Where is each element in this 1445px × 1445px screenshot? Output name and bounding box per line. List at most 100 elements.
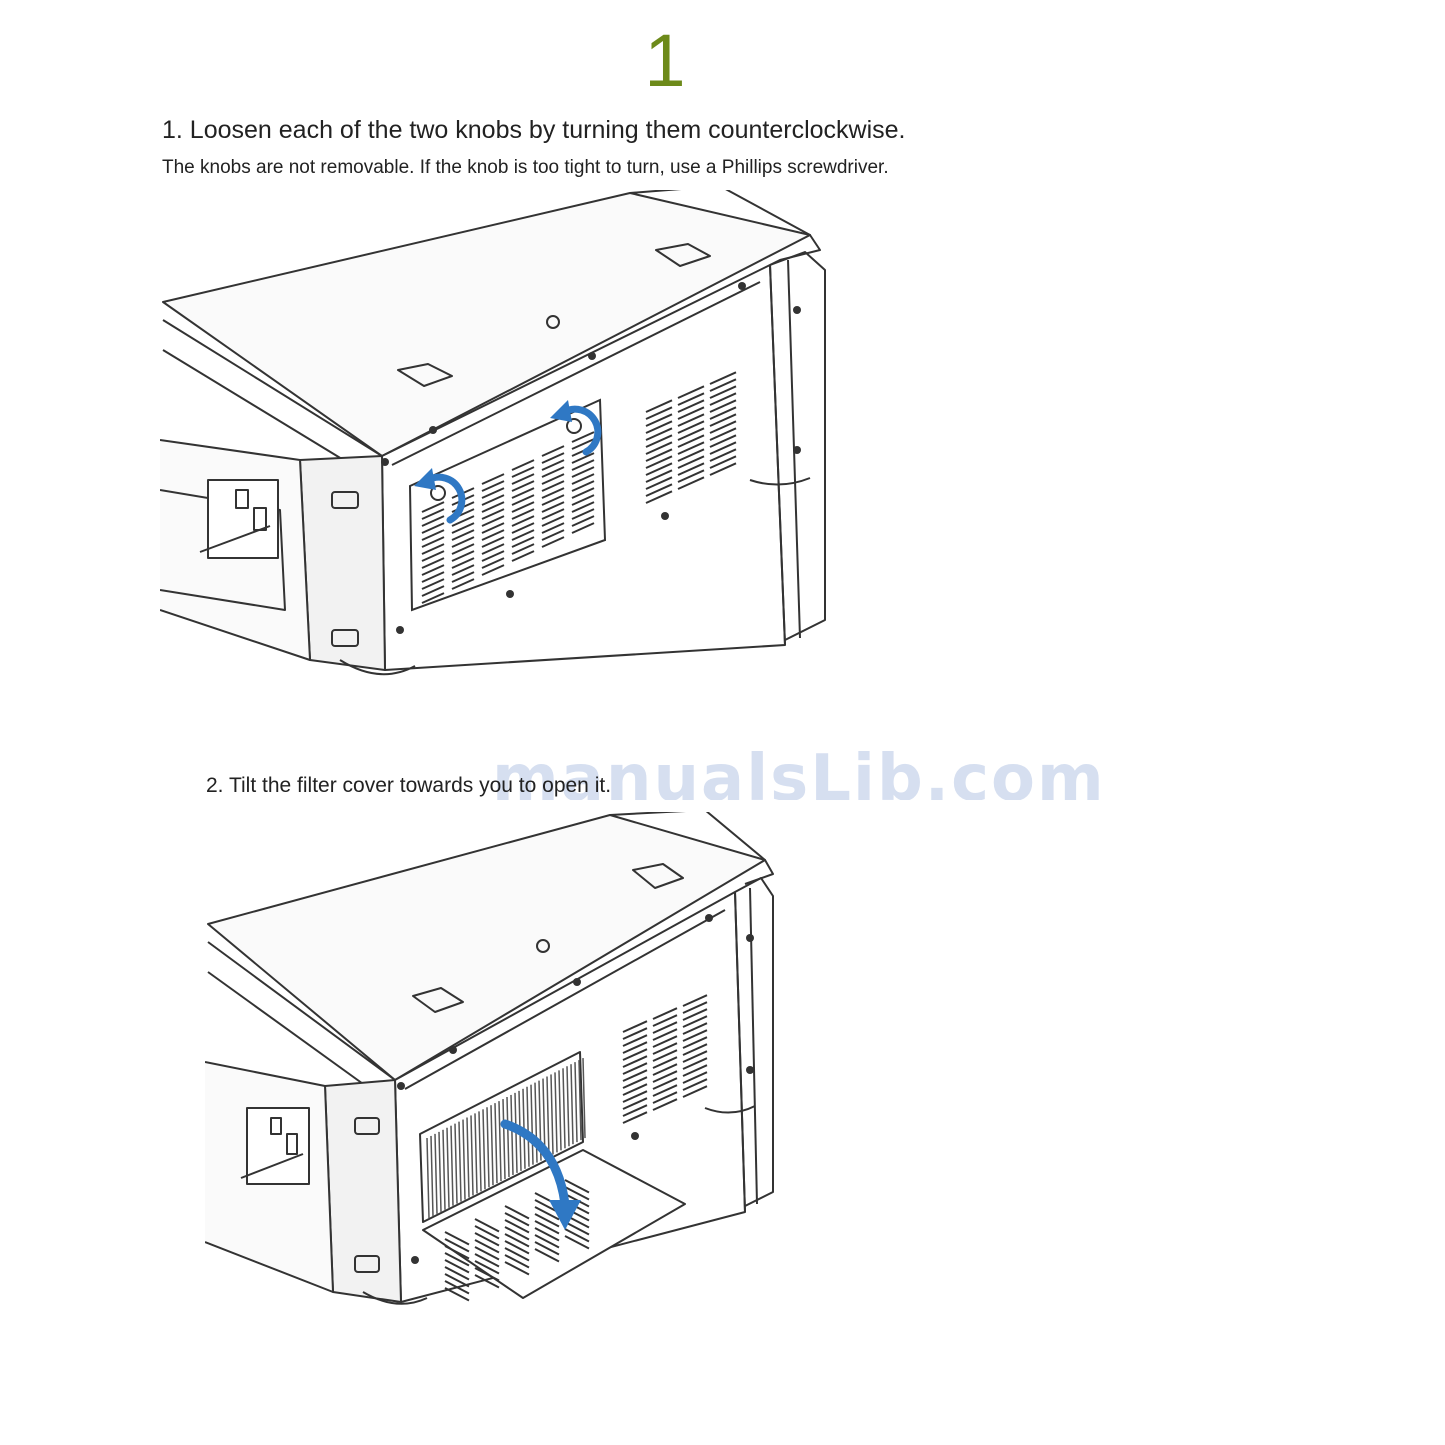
filter-pleat [490,1105,494,1186]
vent-slat [474,1246,500,1261]
vent-slat [504,1233,530,1248]
filter-pleat [442,1129,446,1210]
vent-slat [421,564,445,576]
vent-slat [652,1035,678,1048]
vent-slat [677,392,705,406]
curved-down-arrow-icon [500,1119,581,1230]
vent-slat [511,494,535,506]
vent-slat [534,1206,560,1221]
vent-slat [481,508,505,520]
vent-slat [677,455,705,469]
vent-slat [571,480,595,492]
vent-slat [571,431,595,443]
figure-open-filter-cover [205,812,774,1305]
vent-slat [534,1213,560,1228]
vent-slat [682,1085,708,1098]
vent-slat [541,452,565,464]
figure-loosen-knobs [160,190,826,676]
vent-slat [709,448,737,462]
vent-slat [709,385,737,399]
vent-slat [421,571,445,583]
vent-slat [511,536,535,548]
vent-slat [444,1252,470,1267]
vent-slat [451,571,475,583]
vent-slat [421,585,445,597]
vent-slat [541,501,565,513]
vent-slat [682,994,708,1007]
filter-pleat [466,1117,470,1198]
vent-slat [652,1070,678,1083]
vent-slat [622,1020,648,1033]
vent-slat [511,480,535,492]
filter-pleat [458,1121,462,1202]
vent-slat [541,480,565,492]
vent-slat [709,441,737,455]
filter-pleat [502,1099,506,1180]
vent-slat [541,445,565,457]
step-1-note: The knobs are not removable. If the knob… [162,157,889,178]
vent-slat [677,476,705,490]
vent-slat [571,522,595,534]
vent-slat [571,508,595,520]
filter-pleat [454,1123,458,1204]
vent-slat [571,466,595,478]
filter-pleat [498,1101,502,1182]
vent-slat [645,462,673,476]
vent-slat [645,434,673,448]
vent-slat [571,438,595,450]
filter-pleat [478,1111,482,1192]
vent-slat [481,529,505,541]
vent-slat [677,441,705,455]
vent-slat [451,557,475,569]
vent-slat [444,1266,470,1281]
vent-slat [451,529,475,541]
vent-slat [571,487,595,499]
vent-slat [677,413,705,427]
vent-slat [504,1247,530,1262]
vent-slat [474,1267,500,1282]
vent-slat [652,1028,678,1041]
vent-slat [571,473,595,485]
vent-slat [481,494,505,506]
vent-slat [622,1090,648,1103]
vent-slat [571,459,595,471]
vent-slat [444,1231,470,1246]
vent-slat [421,522,445,534]
vent-slat [421,515,445,527]
vent-slat [451,543,475,555]
vent-slat [474,1274,500,1289]
vent-slat [481,522,505,534]
vent-slat [709,413,737,427]
vent-slat [511,550,535,562]
filter-pleat [506,1096,510,1178]
vent-slat [481,473,505,485]
vent-slat [481,550,505,562]
vent-slat [677,462,705,476]
vent-slat [541,522,565,534]
vent-slat [645,455,673,469]
vent-slat [481,480,505,492]
vent-slat [677,385,705,399]
vent-slat [511,522,535,534]
vent-slat [421,543,445,555]
vent-slat [682,1050,708,1063]
vent-slat [677,469,705,483]
vent-slat [444,1280,470,1295]
vent-slat [421,529,445,541]
vent-slat [652,1077,678,1090]
vent-slat [511,543,535,555]
filter-pleat [474,1113,478,1194]
vent-slat [511,508,535,520]
filter-pleat [462,1119,466,1200]
vent-slat [571,501,595,513]
vent-slat [652,1084,678,1097]
vent-slat [444,1238,470,1253]
vent-slat [571,515,595,527]
filter-pleat [574,1062,578,1143]
vent-slat [652,1014,678,1027]
vent-slat [622,1055,648,1068]
vent-slat [511,466,535,478]
vent-slat [481,501,505,513]
vent-slat [622,1111,648,1124]
vent-slat [541,473,565,485]
